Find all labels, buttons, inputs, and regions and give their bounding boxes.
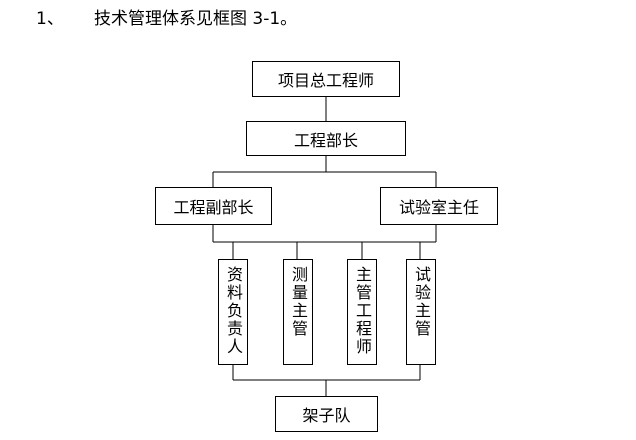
box-label: 测量主管: [289, 266, 308, 338]
box-engineering-head: 工程部长: [246, 121, 406, 156]
box-survey-supervisor: 测量主管: [283, 259, 313, 365]
box-label: 试验主管: [412, 266, 431, 338]
box-deputy-engineering-head: 工程副部长: [155, 187, 272, 225]
box-label: 架子队: [302, 406, 351, 425]
box-label: 主管工程师: [353, 266, 372, 356]
section-number: 1、: [36, 9, 64, 29]
box-label: 资料负责人: [224, 266, 243, 356]
box-project-chief-engineer: 项目总工程师: [252, 61, 400, 97]
box-work-team: 架子队: [275, 396, 378, 432]
box-label: 工程副部长: [173, 198, 254, 217]
box-testing-supervisor: 试验主管: [406, 259, 436, 365]
box-label: 试验室主任: [398, 198, 479, 217]
box-supervising-engineer: 主管工程师: [347, 259, 377, 365]
box-label: 工程部长: [293, 130, 358, 150]
box-lab-director: 试验室主任: [380, 187, 498, 225]
box-label: 项目总工程师: [277, 71, 374, 90]
section-text: 技术管理体系见框图 3-1。: [94, 9, 298, 29]
box-documentation-lead: 资料负责人: [218, 259, 248, 365]
section-heading: 1、 技术管理体系见框图 3-1。: [36, 4, 297, 29]
